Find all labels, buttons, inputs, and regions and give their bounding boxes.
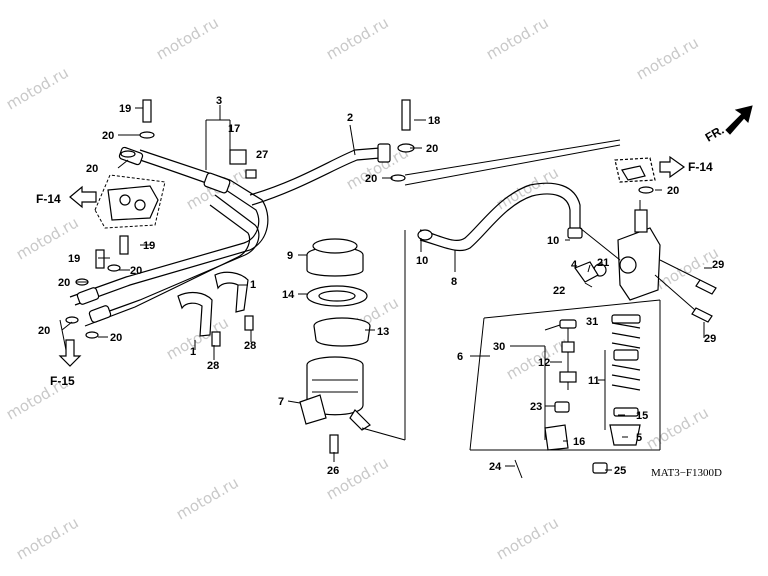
callout-7: 7 [278,396,284,408]
callout-15: 15 [636,410,648,422]
ref-f14-left[interactable]: F-14 [36,192,61,206]
watermark-text: motod.ru [163,313,232,363]
watermark-text: motod.ru [633,33,702,83]
callout-12: 12 [538,357,550,369]
watermark-text: motod.ru [643,403,712,453]
watermark-text: motod.ru [323,453,392,503]
callout-labels: 1 1 2 3 4 5 6 7 8 9 10 10 11 12 13 14 15… [38,95,724,477]
callout-23: 23 [530,401,542,413]
watermark-text: motod.ru [493,513,562,563]
f15-down-arrow-icon [58,339,82,367]
callout-19: 19 [119,103,131,115]
callout-20: 20 [426,143,438,155]
callout-29: 29 [712,259,724,271]
reservoir-body [299,356,371,431]
watermark-text: motod.ru [323,13,392,63]
fasteners [65,99,717,454]
callout-20: 20 [365,173,377,185]
piston-parts [514,261,641,479]
callout-24: 24 [489,461,502,473]
watermark-text: motod.ru [153,13,222,63]
callout-13: 13 [377,326,389,338]
callout-27: 27 [256,149,268,161]
callout-8: 8 [451,276,457,288]
callout-28: 28 [207,360,219,372]
callout-20: 20 [667,185,679,197]
watermark-text: motod.ru [483,13,552,63]
reference-arrows [58,105,753,367]
watermark-text: motod.ru [3,63,72,113]
callout-19: 19 [143,240,155,252]
callout-4: 4 [571,259,578,271]
callout-2: 2 [347,112,353,124]
callout-21: 21 [597,257,609,269]
callout-20: 20 [130,265,142,277]
callout-28: 28 [244,340,256,352]
watermark-text: motod.ru [493,163,562,213]
master-cylinder [614,157,661,301]
callout-9: 9 [287,250,293,262]
reservoir-diaphragm [313,317,371,347]
callout-18: 18 [428,115,440,127]
reservoir-cap [306,238,364,277]
callout-14: 14 [282,289,295,301]
callout-20: 20 [58,277,70,289]
bracket-block [94,174,166,229]
watermark-text: motod.ru [13,513,82,563]
callout-6: 6 [457,351,463,363]
callout-30: 30 [493,341,505,353]
ref-f15[interactable]: F-15 [50,374,75,388]
callout-1: 1 [190,346,196,358]
callout-20: 20 [110,332,122,344]
callout-17: 17 [228,123,240,135]
callout-29: 29 [704,333,716,345]
watermark-text: motod.ru [173,473,242,523]
reservoir-plate [306,285,368,307]
watermark-layer: motod.ru motod.ru motod.ru motod.ru moto… [3,13,722,563]
callout-20: 20 [102,130,114,142]
callout-11: 11 [588,375,600,387]
hose-8 [419,182,583,252]
callout-22: 22 [553,285,565,297]
ref-f14-right[interactable]: F-14 [688,160,713,174]
callout-5: 5 [636,432,642,444]
fr-arrow-icon [725,105,753,135]
leader-lines [59,105,712,471]
fr-label: FR. [703,123,727,145]
callout-25: 25 [614,465,626,477]
clamp-1 [177,271,249,337]
callout-20: 20 [86,163,98,175]
callout-19: 19 [68,253,80,265]
callout-31: 31 [586,316,598,328]
f14-right-arrow-icon [659,155,686,179]
callout-16: 16 [573,436,585,448]
f14-left-arrow-icon [69,185,97,209]
callout-26: 26 [327,465,339,477]
callout-20: 20 [38,325,50,337]
hose-2 [249,143,391,206]
callout-1: 1 [250,279,256,291]
callout-10: 10 [416,255,428,267]
diagram-code: MAT3−F1300D [651,467,722,479]
callout-10: 10 [547,235,559,247]
callout-3: 3 [216,95,222,107]
